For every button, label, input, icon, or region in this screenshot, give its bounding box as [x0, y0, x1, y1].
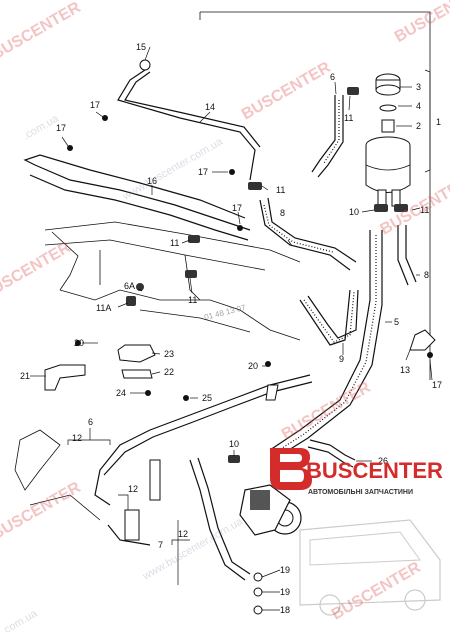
part-labels: 15 14 17 17 17 17 16 11 11 11 11 11 8 8 …: [20, 42, 442, 615]
label-11: 11: [188, 295, 197, 305]
label-8: 8: [424, 270, 429, 280]
label-17: 17: [198, 167, 208, 177]
hose-7-12: [124, 457, 251, 581]
label-16: 16: [147, 176, 157, 186]
watermark-brand: BUSCENTER: [0, 0, 84, 63]
watermark-brand: BUSCENTER: [392, 0, 450, 46]
label-7: 7: [158, 540, 163, 550]
watermark-brand: BUSCENTER: [239, 59, 334, 124]
label-17: 17: [232, 203, 242, 213]
label-3: 3: [416, 82, 421, 92]
return-pipe-16: [23, 154, 251, 241]
label-21: 21: [20, 371, 30, 381]
hose-26: [307, 439, 356, 468]
label-11: 11: [170, 238, 179, 248]
label-24: 24: [116, 388, 126, 398]
label-20: 20: [248, 361, 258, 371]
bolts: [67, 115, 433, 615]
hose-clamps: [126, 182, 262, 463]
frame-lines: [199, 11, 431, 380]
watermark-brand: BUSCENTER: [279, 379, 374, 444]
label-11: 11: [276, 185, 285, 195]
hose-6-upper: [311, 95, 344, 178]
label-23: 23: [164, 349, 174, 359]
logo-tagline: АВТОМОБІЛЬНІ ЗАПЧАСТИНИ: [308, 489, 413, 496]
label-12: 12: [178, 529, 188, 539]
watermark-brand: BUSCENTER: [0, 479, 84, 544]
label-6A: 6A: [124, 281, 135, 291]
label-11: 11: [344, 113, 353, 123]
return-pipe-14: [117, 59, 261, 181]
steering-pump: [239, 484, 302, 536]
label-22: 22: [164, 367, 174, 377]
label-12: 12: [72, 433, 82, 443]
label-14: 14: [205, 102, 215, 112]
part-code: 01 48 13 07: [203, 303, 247, 322]
label-5: 5: [394, 317, 399, 327]
label-25: 25: [202, 393, 212, 403]
bus-icon: [299, 519, 441, 616]
buscenter-logo: BUSCENTER АВТОМОБІЛЬНІ ЗАПЧАСТИНИ: [270, 448, 443, 616]
label-10: 10: [229, 439, 239, 449]
label-9: 9: [339, 354, 344, 364]
fluid-reservoir: [365, 73, 411, 207]
watermark-brand: BUSCENTER: [0, 239, 74, 304]
label-12: 12: [128, 484, 138, 494]
label-11: 11: [420, 205, 429, 215]
label-13: 13: [400, 365, 410, 375]
hose-8: [259, 197, 417, 286]
label-19: 19: [280, 587, 290, 597]
label-17: 17: [90, 100, 100, 110]
logo-name: BUSCENTER: [306, 458, 443, 483]
leader-lines: [30, 46, 433, 611]
label-10: 10: [349, 207, 359, 217]
brackets: [44, 329, 436, 401]
label-26: 26: [378, 456, 388, 466]
label-17: 17: [56, 123, 66, 133]
label-6: 6: [330, 72, 335, 82]
hose-clamps-upper: [347, 87, 408, 212]
watermark-site: .com.ua: [0, 607, 40, 632]
label-4: 4: [416, 101, 421, 111]
watermark-site: www.buscenter.com.ua: [120, 135, 226, 203]
watermark-site: www.buscenter.com.ua: [140, 515, 246, 583]
label-17: 17: [432, 380, 442, 390]
label-6: 6: [88, 417, 93, 427]
label-2: 2: [416, 121, 421, 131]
label-18: 18: [280, 605, 290, 615]
label-20: 20: [74, 338, 84, 348]
label-11A: 11A: [96, 303, 111, 313]
label-1: 1: [436, 117, 441, 127]
hose-5-9: [269, 230, 383, 459]
label-19: 19: [280, 565, 290, 575]
label-15: 15: [136, 42, 146, 52]
label-8: 8: [280, 208, 285, 218]
